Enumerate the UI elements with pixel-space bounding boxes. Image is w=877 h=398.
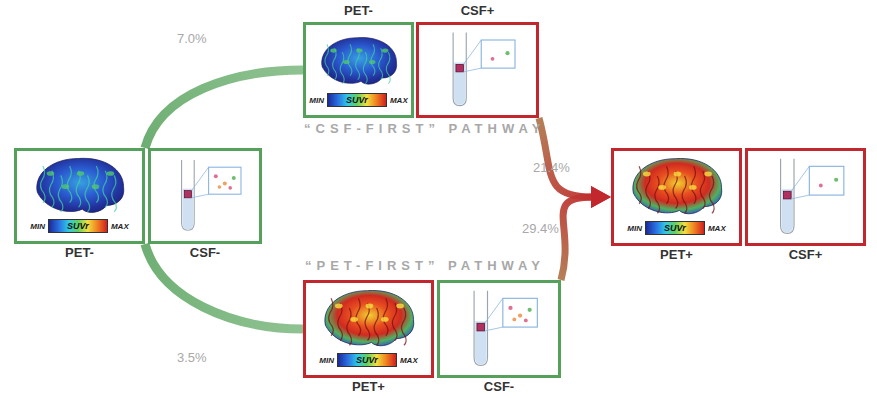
pet-scan-box: PET-MINSUVrMAX	[303, 22, 414, 118]
scale-max: MAX	[708, 224, 726, 233]
band-connector	[145, 70, 303, 148]
scale-min: MIN	[319, 356, 334, 365]
scale-name: SUVr	[664, 223, 686, 233]
arrowhead	[591, 186, 611, 208]
pathway-label: “CSF-FIRST” PATHWAY	[304, 121, 545, 136]
csf-sample-box: CSF+	[416, 22, 539, 118]
node-heading: PET-	[65, 245, 94, 260]
csf-sample-box: CSF+	[745, 148, 866, 246]
node-heading: PET+	[660, 247, 693, 262]
node-heading: PET+	[352, 379, 385, 394]
connector-line	[561, 197, 593, 280]
node-heading: CSF-	[484, 379, 514, 394]
csf-sample-box: CSF-	[437, 280, 561, 378]
pet-scan-box: PET+MINSUVrMAX	[303, 280, 434, 378]
colour-scale: MIN SUVr MAX	[306, 93, 411, 107]
connector-line	[145, 70, 303, 148]
test-tube-image	[440, 283, 558, 375]
scale-name: SUVr	[67, 221, 89, 231]
percentage-label: 21.4%	[533, 160, 570, 175]
pet-scan-box: PET+MINSUVrMAX	[611, 148, 742, 246]
colour-bar: SUVr	[48, 219, 108, 233]
scale-max: MAX	[400, 356, 418, 365]
colour-scale: MIN SUVr MAX	[306, 353, 431, 367]
arrow-connector	[561, 186, 611, 280]
test-tube-image	[748, 151, 863, 243]
scale-name: SUVr	[346, 95, 368, 105]
percentage-label: 29.4%	[522, 221, 559, 236]
test-tube-image	[151, 151, 259, 241]
node-heading: CSF+	[789, 247, 823, 262]
pet-scan-box: PET-MINSUVrMAX	[14, 148, 145, 244]
pathway-label: “PET-FIRST” PATHWAY	[305, 258, 545, 273]
scale-min: MIN	[627, 224, 642, 233]
node-heading: CSF-	[190, 245, 220, 260]
node-heading: CSF+	[461, 3, 495, 18]
scale-name: SUVr	[356, 355, 378, 365]
colour-scale: MIN SUVr MAX	[17, 219, 142, 233]
colour-bar: SUVr	[337, 353, 397, 367]
scale-min: MIN	[30, 222, 45, 231]
connector-line	[539, 118, 593, 197]
node-heading: PET-	[344, 3, 373, 18]
scale-min: MIN	[309, 96, 324, 105]
colour-bar: SUVr	[327, 93, 387, 107]
connector-line	[145, 244, 303, 329]
band-connector	[145, 244, 303, 329]
colour-scale: MIN SUVr MAX	[614, 221, 739, 235]
arrowhead	[591, 186, 611, 208]
percentage-label: 3.5%	[177, 350, 207, 365]
csf-sample-box: CSF-	[148, 148, 262, 244]
percentage-label: 7.0%	[177, 31, 207, 46]
scale-max: MAX	[111, 222, 129, 231]
colour-bar: SUVr	[645, 221, 705, 235]
test-tube-image	[419, 25, 536, 115]
scale-max: MAX	[390, 96, 408, 105]
